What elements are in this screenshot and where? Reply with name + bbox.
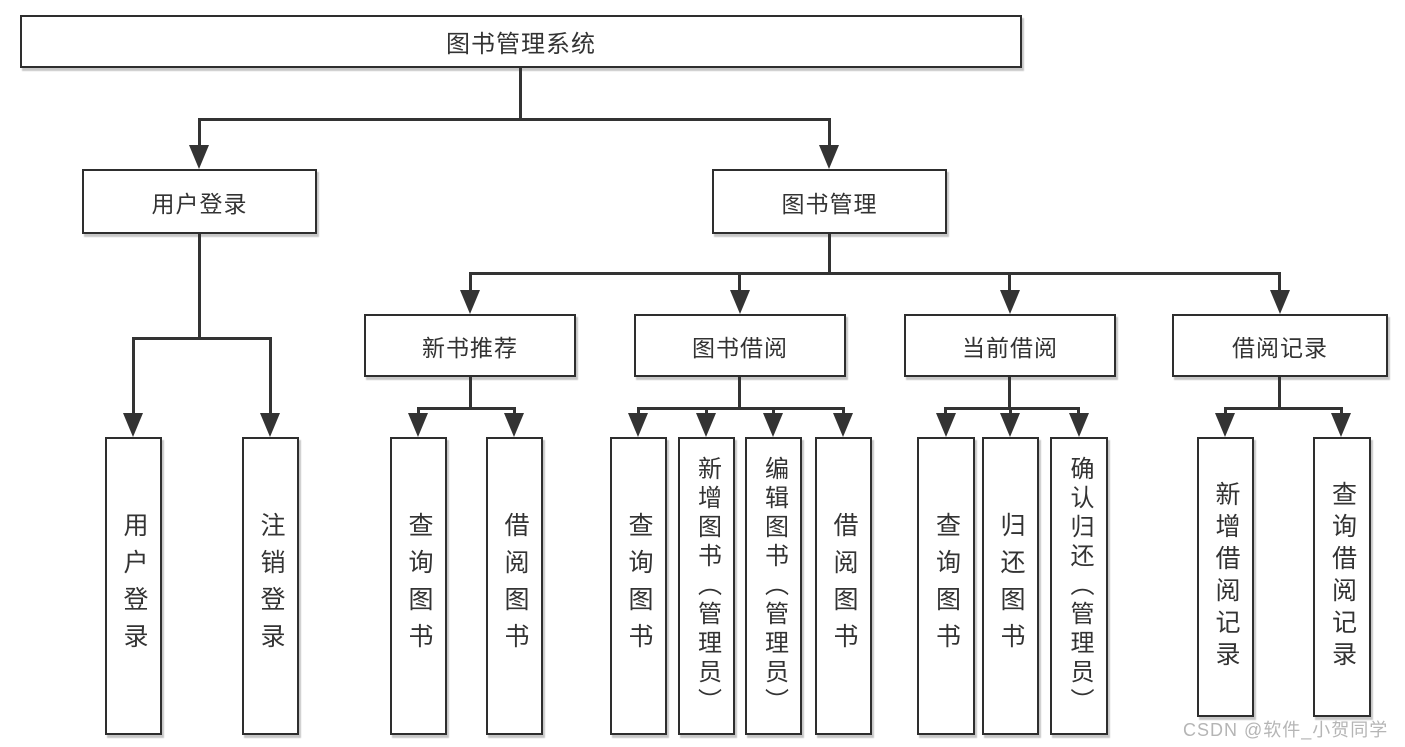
connector-newbooks-stem xyxy=(469,377,472,407)
node-current-borrow: 当前借阅 xyxy=(904,314,1116,377)
arrowhead-icon xyxy=(123,413,143,437)
node-user-login: 用户登录 xyxy=(82,169,317,234)
connector-drop-borrow-records xyxy=(1278,272,1281,292)
node-confirm-return-admin-label: 确认归还（管理员） xyxy=(1066,455,1093,717)
arrowhead-icon xyxy=(504,413,524,437)
connector-drop-login-leaf1 xyxy=(132,337,135,415)
connector-currentborrow-stem xyxy=(1008,377,1011,407)
arrowhead-icon xyxy=(1215,413,1235,437)
connector-drop-bookborrow-leaf2 xyxy=(705,407,708,417)
arrowhead-icon xyxy=(936,413,956,437)
connector-drop-bookborrow-leaf1 xyxy=(637,407,640,417)
connector-drop-book-borrow xyxy=(738,272,741,292)
connector-level3-bar xyxy=(469,272,1281,275)
connector-login-bar xyxy=(132,337,272,340)
connector-drop-current-borrow xyxy=(1008,272,1011,292)
node-logout-leaf-label: 注销登录 xyxy=(257,512,285,660)
connector-drop-bookborrow-leaf4 xyxy=(842,407,845,417)
node-book-management-label: 图书管理 xyxy=(781,190,878,217)
node-query-books-recommend: 查询图书 xyxy=(390,437,447,735)
node-borrow-records: 借阅记录 xyxy=(1172,314,1388,377)
connector-drop-records-leaf2 xyxy=(1340,407,1343,417)
connector-drop-new-books xyxy=(469,272,472,292)
node-query-borrow-record-label: 查询借阅记录 xyxy=(1328,481,1357,673)
connector-drop-bookborrow-leaf3 xyxy=(772,407,775,417)
arrowhead-icon xyxy=(763,413,783,437)
connector-drop-newbooks-leaf1 xyxy=(417,407,420,417)
node-new-book-recommend: 新书推荐 xyxy=(364,314,576,377)
node-edit-books-admin: 编辑图书（管理员） xyxy=(745,437,802,735)
arrowhead-icon xyxy=(408,413,428,437)
connector-drop-book-mgmt xyxy=(828,118,831,148)
node-add-books-admin-label: 新增图书（管理员） xyxy=(693,455,721,717)
node-user-login-leaf-label: 用户登录 xyxy=(120,512,148,660)
node-book-borrow: 图书借阅 xyxy=(634,314,846,377)
node-borrow-books-recommend: 借阅图书 xyxy=(486,437,543,735)
arrowhead-icon xyxy=(1000,413,1020,437)
node-confirm-return-admin: 确认归还（管理员） xyxy=(1050,437,1108,735)
connector-drop-currentborrow-leaf1 xyxy=(944,407,947,417)
connector-records-stem xyxy=(1278,377,1281,407)
node-borrow-books-leaf: 借阅图书 xyxy=(815,437,872,735)
node-borrow-books-leaf-label: 借阅图书 xyxy=(830,512,858,660)
node-query-books-borrow: 查询图书 xyxy=(610,437,667,735)
connector-drop-records-leaf1 xyxy=(1224,407,1227,417)
connector-drop-currentborrow-leaf2 xyxy=(1009,407,1012,417)
arrowhead-icon xyxy=(460,290,480,314)
node-new-book-recommend-label: 新书推荐 xyxy=(422,334,518,361)
node-borrow-books-recommend-label: 借阅图书 xyxy=(501,512,529,660)
arrowhead-icon xyxy=(189,145,209,169)
connector-drop-login-leaf2 xyxy=(269,337,272,415)
node-borrow-records-label: 借阅记录 xyxy=(1232,334,1328,361)
node-return-books-label: 归还图书 xyxy=(997,512,1025,660)
node-book-management: 图书管理 xyxy=(712,169,947,234)
arrowhead-icon xyxy=(1069,413,1089,437)
node-add-borrow-record: 新增借阅记录 xyxy=(1197,437,1254,717)
node-query-books-current: 查询图书 xyxy=(917,437,975,735)
connector-mgmt-stem xyxy=(828,234,831,272)
connector-bookborrow-bar xyxy=(637,407,844,410)
node-user-login-leaf: 用户登录 xyxy=(105,437,162,735)
node-user-login-label: 用户登录 xyxy=(151,190,248,217)
arrowhead-icon xyxy=(1331,413,1351,437)
connector-bookborrow-stem xyxy=(738,377,741,407)
arrowhead-icon xyxy=(833,413,853,437)
node-query-books-borrow-label: 查询图书 xyxy=(625,512,653,660)
connector-newbooks-bar xyxy=(417,407,515,410)
node-current-borrow-label: 当前借阅 xyxy=(962,334,1058,361)
node-book-borrow-label: 图书借阅 xyxy=(692,334,788,361)
node-add-borrow-record-label: 新增借阅记录 xyxy=(1212,481,1240,673)
arrowhead-icon xyxy=(819,145,839,169)
node-query-borrow-record: 查询借阅记录 xyxy=(1313,437,1371,717)
node-edit-books-admin-label: 编辑图书（管理员） xyxy=(760,455,788,717)
connector-login-stem xyxy=(198,234,201,337)
arrowhead-icon xyxy=(1270,290,1290,314)
node-root: 图书管理系统 xyxy=(20,15,1022,68)
node-logout-leaf: 注销登录 xyxy=(242,437,299,735)
arrowhead-icon xyxy=(1000,290,1020,314)
arrowhead-icon xyxy=(730,290,750,314)
arrowhead-icon xyxy=(260,413,280,437)
node-root-label: 图书管理系统 xyxy=(446,31,596,58)
node-query-books-current-label: 查询图书 xyxy=(932,512,961,660)
node-return-books: 归还图书 xyxy=(982,437,1039,735)
connector-drop-user-login xyxy=(198,118,201,148)
node-query-books-recommend-label: 查询图书 xyxy=(405,512,433,660)
connector-drop-newbooks-leaf2 xyxy=(513,407,516,417)
connector-root-stem xyxy=(519,68,522,118)
connector-records-bar xyxy=(1224,407,1343,410)
connector-level2-bar xyxy=(198,118,831,121)
arrowhead-icon xyxy=(696,413,716,437)
connector-drop-currentborrow-leaf3 xyxy=(1077,407,1080,417)
node-add-books-admin: 新增图书（管理员） xyxy=(678,437,735,735)
arrowhead-icon xyxy=(628,413,648,437)
csdn-watermark: CSDN @软件_小贺同学 xyxy=(1183,720,1389,740)
